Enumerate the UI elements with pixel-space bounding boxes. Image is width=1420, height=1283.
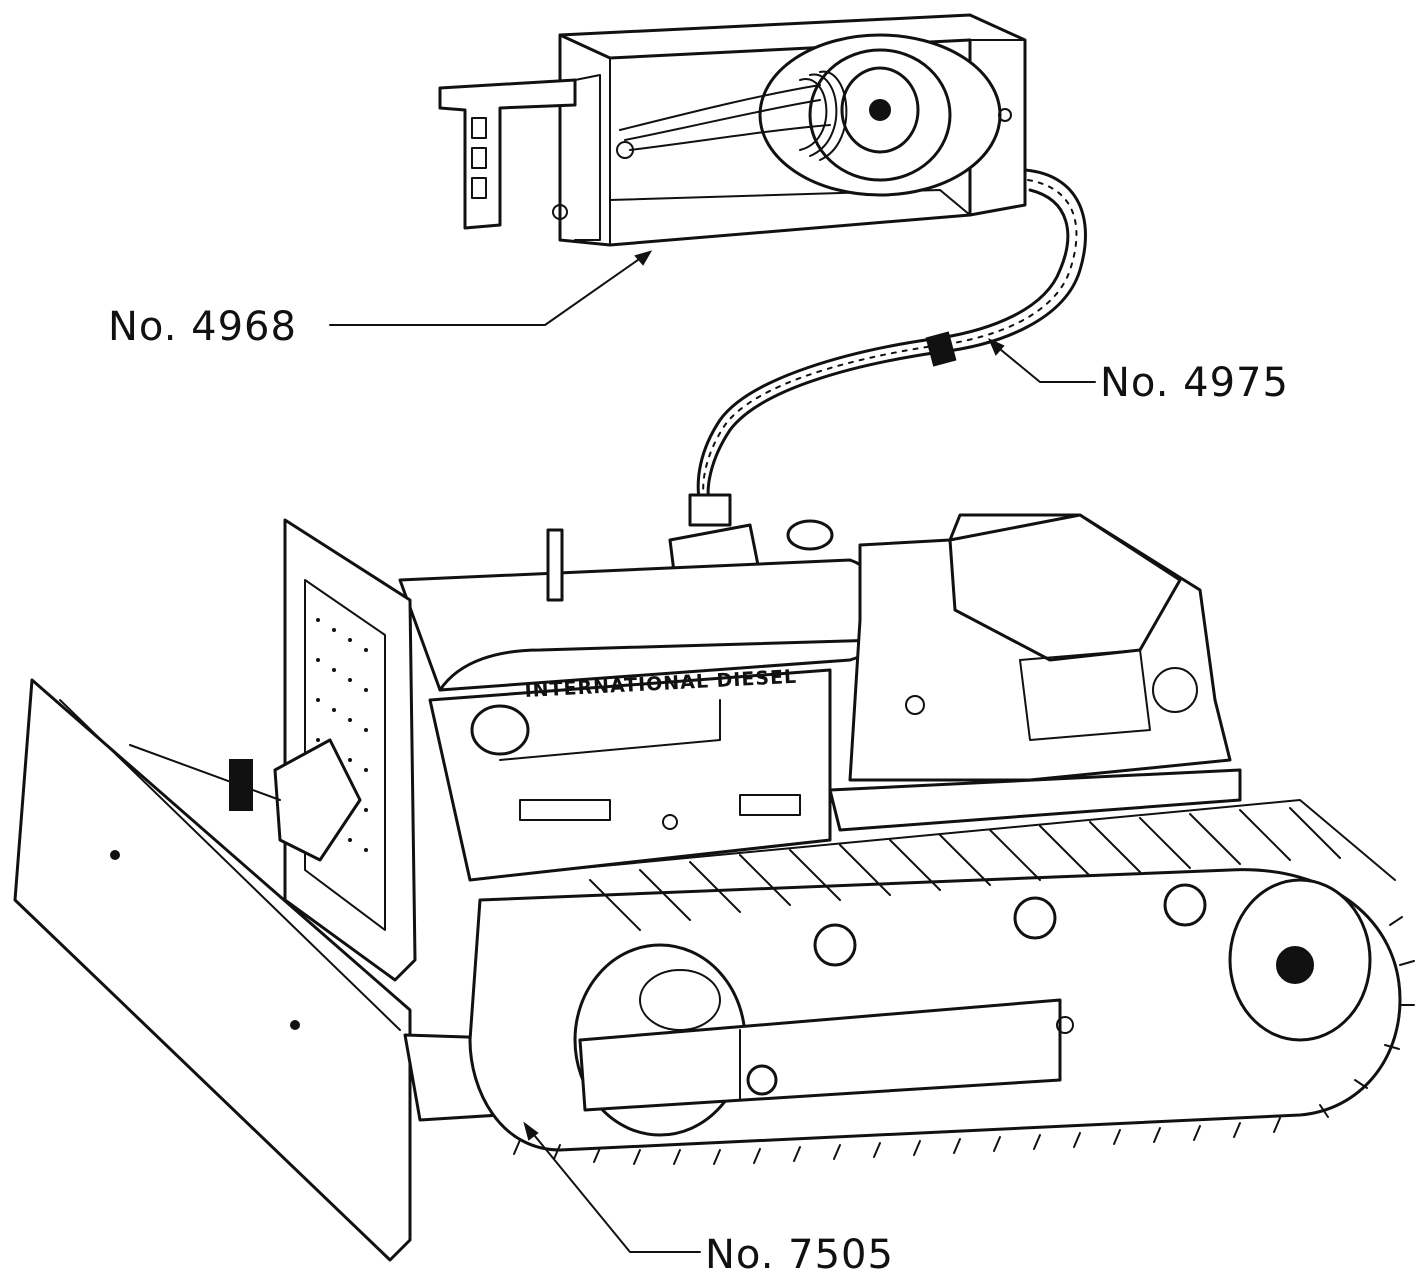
mount-bracket [438,78,577,230]
track-frame [578,998,1062,1112]
control-box-unit [438,13,1027,247]
front-hitch [273,738,362,862]
track-roller [1163,883,1207,927]
cable-connector [688,493,732,527]
track-cleats [513,916,1415,1165]
track-roller [1013,896,1057,940]
track-top-plates [559,799,1396,931]
dozer-blade [13,678,412,1262]
fuel-cap [786,519,834,551]
grille-holes [316,618,368,852]
track-roller [813,923,857,967]
crawler-tractor: INTERNATIONAL DIESEL [13,513,1415,1262]
exhaust-stack [546,528,564,602]
callout-no-4975: No. 4975 [1100,360,1289,406]
fender [828,768,1242,832]
callout-no-4968: No. 4968 [108,304,297,350]
cable-coupling [925,331,957,367]
callout-leaders [329,250,1096,1253]
callout-no-7505: No. 7505 [705,1232,894,1278]
engine-side [428,668,832,882]
